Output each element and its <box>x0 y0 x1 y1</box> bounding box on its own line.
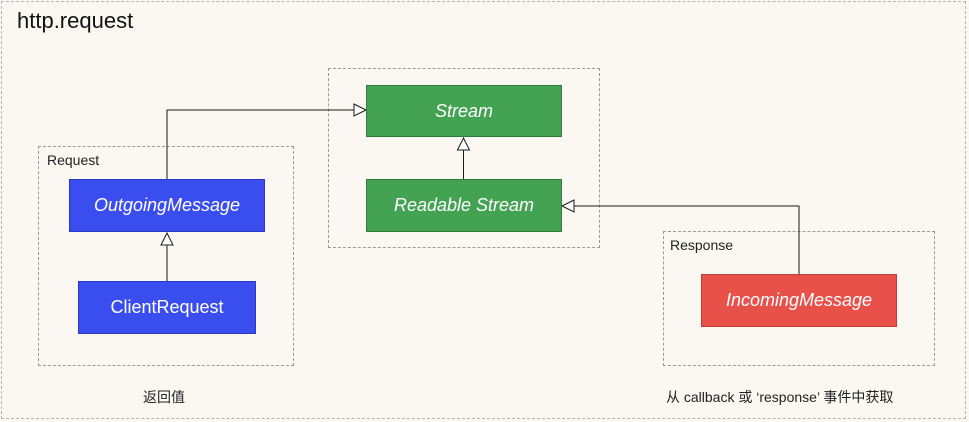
incoming-message-node: IncomingMessage <box>701 274 897 327</box>
inheritance-arrowhead-icon <box>456 136 471 151</box>
inheritance-arrowhead-icon <box>353 103 368 117</box>
outgoing-message-node: OutgoingMessage <box>69 179 265 232</box>
request-note: 返回值 <box>143 389 185 405</box>
inheritance-arrowhead-icon <box>160 231 174 246</box>
request-group-label: Request <box>47 152 100 168</box>
response-note: 从 callback 或 ‘response’ 事件中获取 <box>666 389 894 405</box>
inheritance-arrowhead-icon <box>560 199 575 213</box>
edge-incoming-to-readable <box>574 205 800 274</box>
readable-stream-node: Readable Stream <box>366 179 562 232</box>
request-group <box>38 146 294 366</box>
response-group-label: Response <box>670 237 734 253</box>
stream-node: Stream <box>366 85 562 137</box>
client-request-node: ClientRequest <box>78 281 256 334</box>
diagram-title: http.request <box>17 8 134 33</box>
edge-outgoing-to-stream <box>166 109 354 179</box>
stream-group <box>328 68 600 248</box>
